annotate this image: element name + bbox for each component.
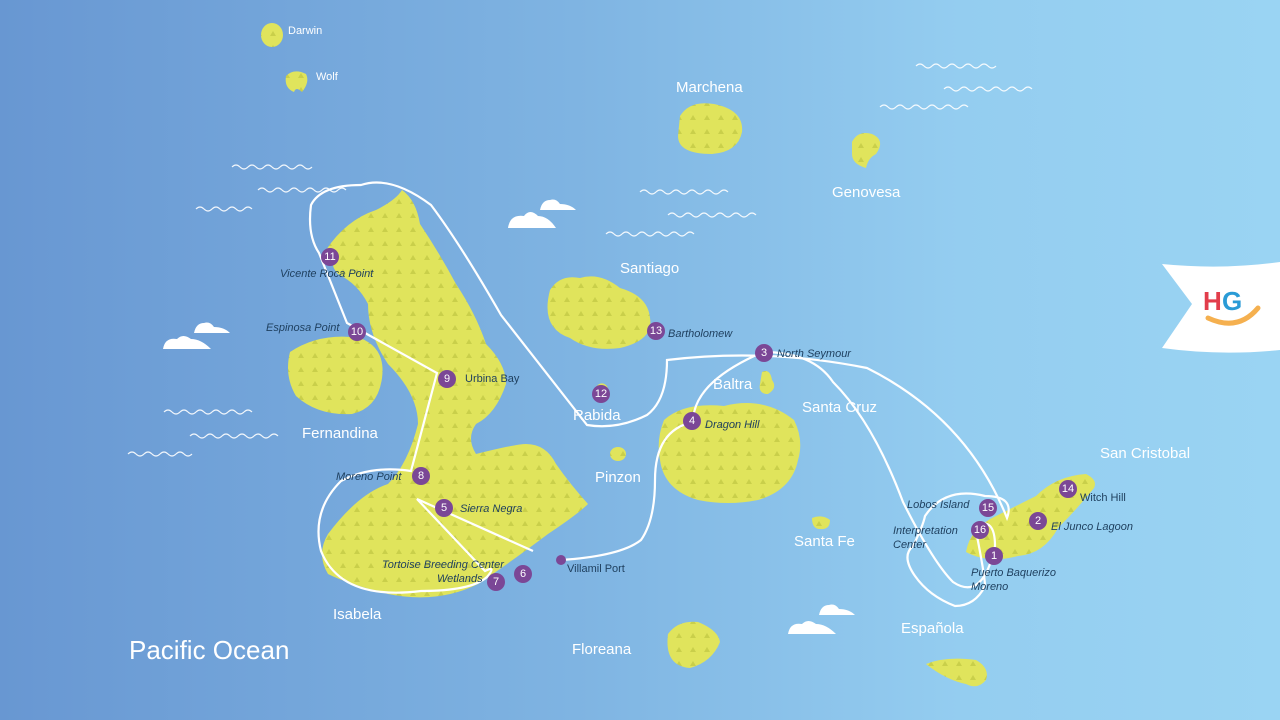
island-darwin: [261, 23, 283, 47]
island-label-rabida: Rabida: [573, 407, 621, 424]
island-espanola: [926, 658, 987, 687]
island-baltra: [759, 371, 775, 394]
svg-text:G: G: [1222, 286, 1242, 316]
stop-marker-14[interactable]: 14: [1059, 480, 1077, 498]
stop-label-2: El Junco Lagoon: [1051, 521, 1133, 533]
stop-label-14: Witch Hill: [1080, 492, 1126, 504]
port-marker[interactable]: [556, 555, 566, 565]
stop-label-7: Tortoise Breeding Center: [382, 559, 504, 571]
stop-label-6: Wetlands: [437, 573, 483, 585]
island-label-pinzon: Pinzon: [595, 469, 641, 486]
stop-marker-10[interactable]: 10: [348, 323, 366, 341]
stop-label-3: North Seymour: [777, 348, 851, 360]
stop-marker-8[interactable]: 8: [412, 467, 430, 485]
stop-marker-16[interactable]: 16: [971, 521, 989, 539]
island-label-santa-cruz: Santa Cruz: [802, 399, 878, 416]
island-label-genovesa: Genovesa: [832, 184, 901, 201]
island-label-floreana: Floreana: [572, 641, 632, 658]
stop-marker-5[interactable]: 5: [435, 499, 453, 517]
stop-label-9: Urbina Bay: [465, 373, 520, 385]
stop-marker-1[interactable]: 1: [985, 547, 1003, 565]
stop-label-11: Vicente Roca Point: [280, 268, 374, 280]
island-fernandina: [288, 336, 383, 415]
island-floreana: [667, 621, 720, 668]
stop-label-16: Interpretation Center: [893, 525, 958, 551]
island-label-espanola: Española: [901, 620, 964, 637]
stop-marker-4[interactable]: 4: [683, 412, 701, 430]
island-label-baltra: Baltra: [713, 376, 753, 393]
waves: [127, 63, 1033, 457]
ocean-label: Pacific Ocean: [129, 635, 290, 665]
stop-label-15: Lobos Island: [907, 499, 970, 511]
stop-marker-12[interactable]: 12: [592, 385, 610, 403]
stop-marker-13[interactable]: 13: [647, 322, 665, 340]
svg-text:H: H: [1203, 286, 1222, 316]
stop-marker-7[interactable]: 7: [487, 573, 505, 591]
stop-marker-2[interactable]: 2: [1029, 512, 1047, 530]
stop-label-13: Bartholomew: [668, 328, 733, 340]
island-isabela: [322, 190, 588, 598]
island-santa-fe: [812, 516, 830, 530]
stop-label-8: Moreno Point: [336, 471, 402, 483]
stop-marker-15[interactable]: 15: [979, 499, 997, 517]
stop-label-5: Sierra Negra: [460, 503, 523, 515]
island-label-wolf: Wolf: [316, 71, 338, 83]
island-marchena: [678, 103, 743, 154]
island-label-fernandina: Fernandina: [302, 425, 378, 442]
stop-marker-6[interactable]: 6: [514, 565, 532, 583]
island-label-santiago: Santiago: [620, 260, 680, 277]
stop-label-10: Espinosa Point: [266, 322, 340, 334]
island-label-darwin: Darwin: [288, 25, 323, 37]
stop-marker-3[interactable]: 3: [755, 344, 773, 362]
island-label-isabela: Isabela: [333, 606, 382, 623]
clouds: [163, 199, 855, 634]
stop-marker-9[interactable]: 9: [438, 370, 456, 388]
stop-label-1: Puerto Baquerizo Moreno: [971, 567, 1056, 593]
stop-marker-11[interactable]: 11: [321, 248, 339, 266]
island-santiago: [547, 276, 651, 349]
island-label-marchena: Marchena: [676, 79, 743, 96]
island-genovesa: [852, 133, 881, 168]
logo-flag: H G: [1162, 262, 1280, 353]
island-pinzon: [610, 447, 626, 461]
route: [308, 181, 1010, 608]
stop-label-4: Dragon Hill: [705, 419, 760, 431]
island-wolf: [285, 71, 308, 92]
island-label-san-cristobal: San Cristobal: [1100, 445, 1191, 462]
island-label-santa-fe: Santa Fe: [794, 533, 855, 550]
port-label: Villamil Port: [567, 563, 625, 575]
